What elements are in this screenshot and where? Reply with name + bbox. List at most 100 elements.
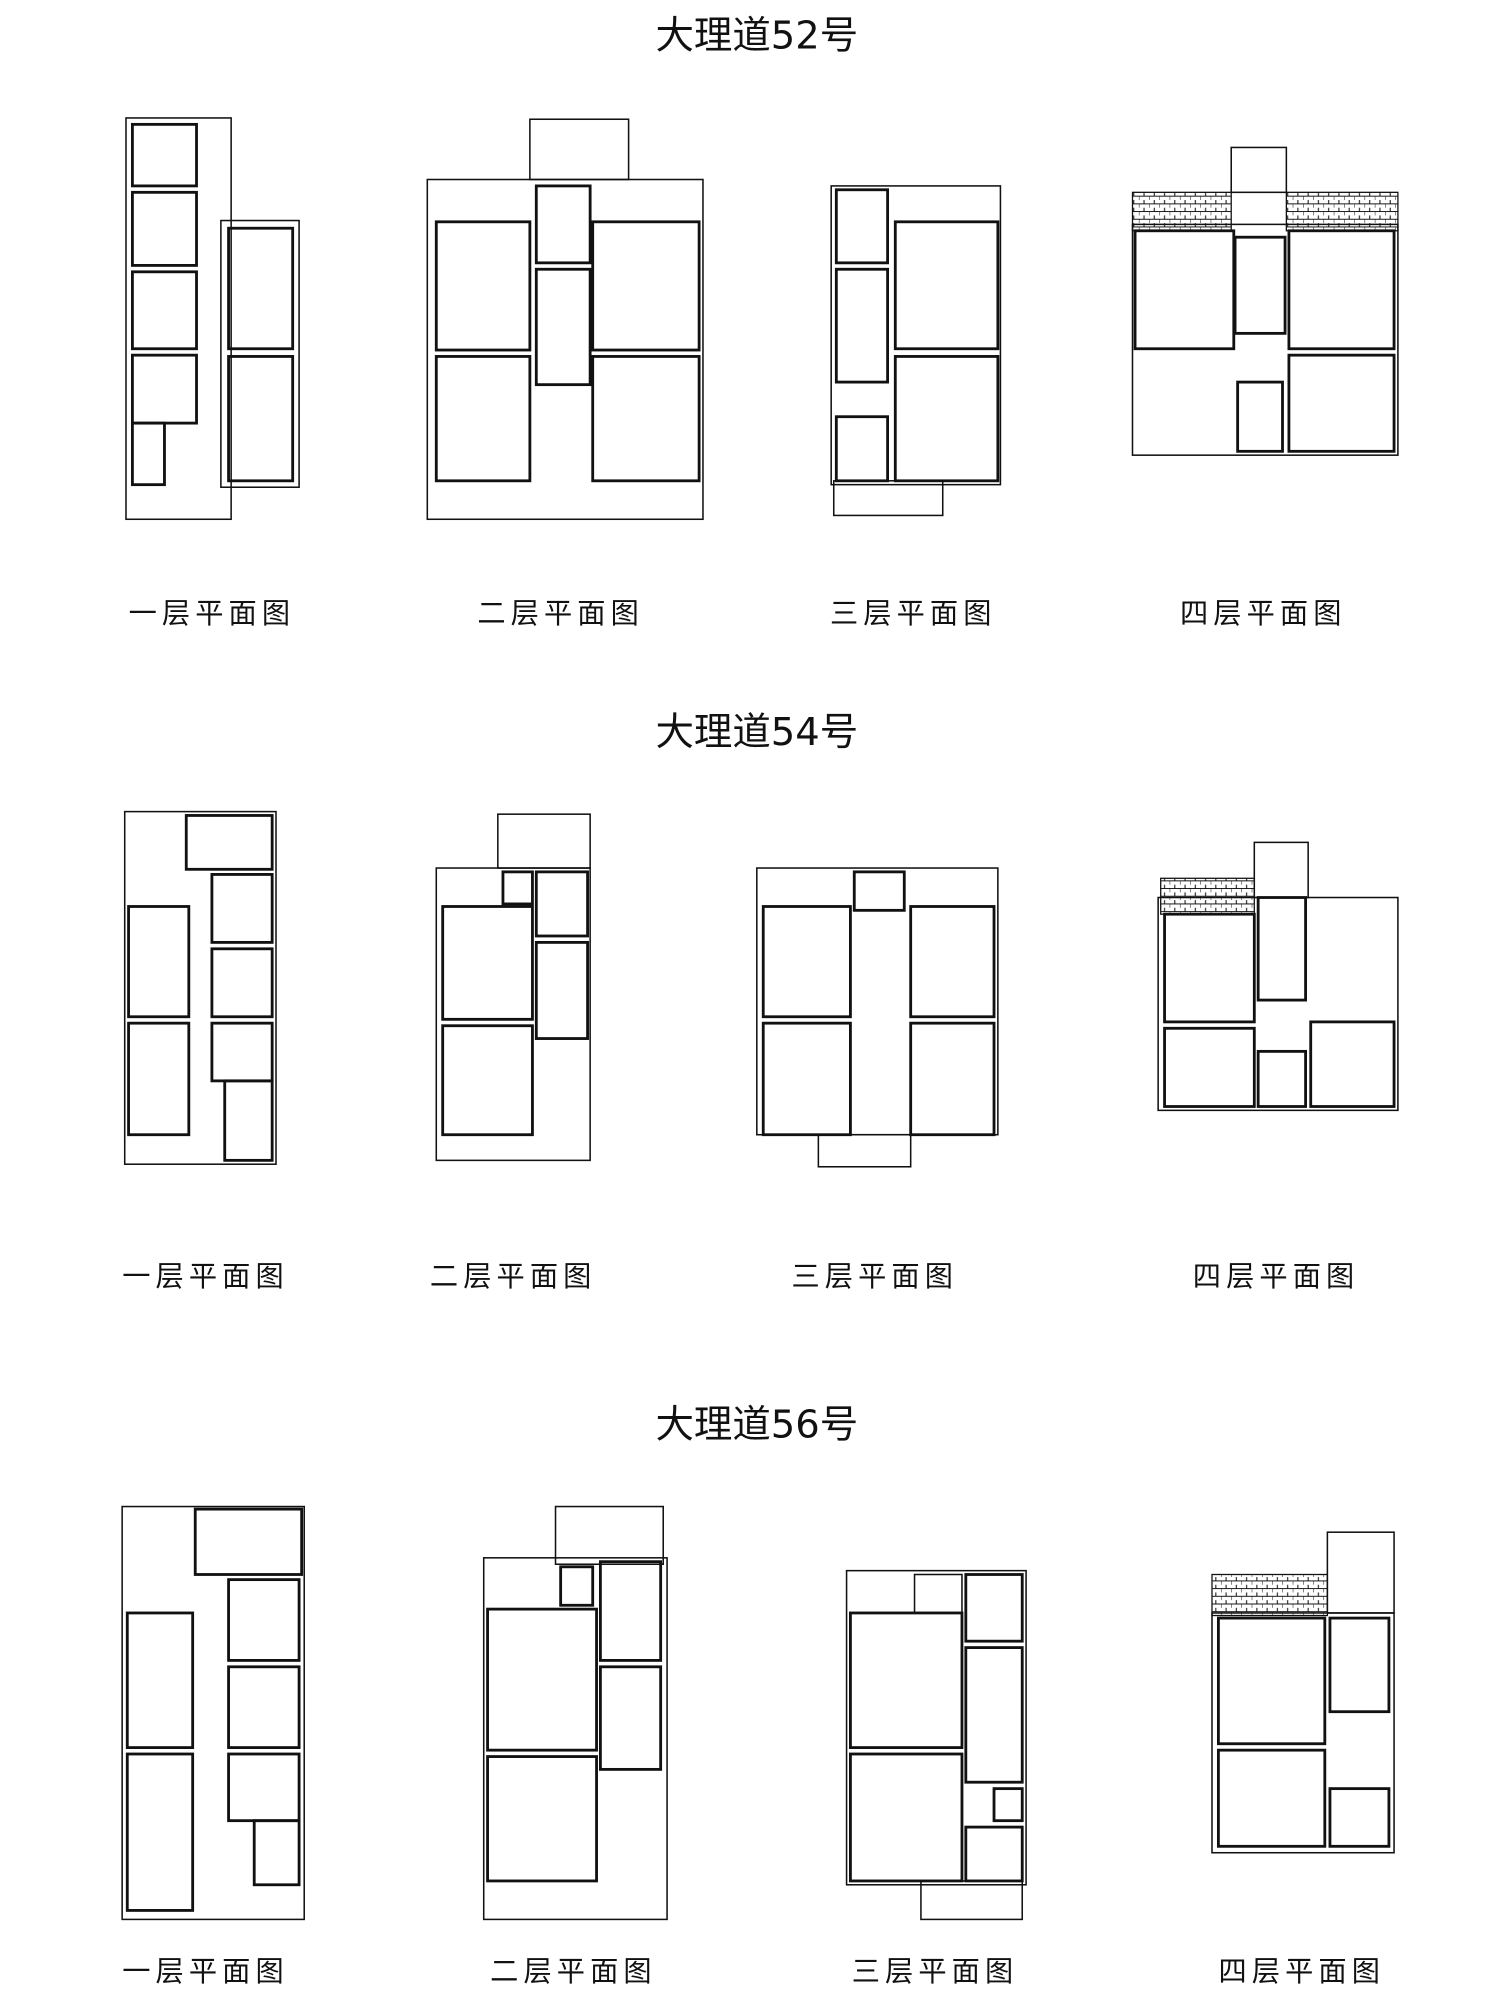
room <box>1287 353 1396 453</box>
room <box>964 1646 1024 1784</box>
floor-plan-56-floor2 <box>482 1505 668 1921</box>
floor-plan-54-floor4 <box>1157 841 1399 1112</box>
room <box>834 267 890 384</box>
floor-plan-52-floor1 <box>125 117 300 521</box>
room <box>964 1825 1024 1883</box>
plan-label-52-floor1: 一层平面图 <box>129 597 296 630</box>
room <box>252 1819 301 1887</box>
room <box>849 1611 964 1750</box>
outer-wall <box>554 1505 664 1566</box>
floor-plan-56-floor1 <box>121 1505 305 1921</box>
floor-plan-54-floor1 <box>123 810 277 1165</box>
room <box>1328 1616 1391 1714</box>
room <box>130 270 198 351</box>
floor-plan-52-floor3 <box>830 185 1002 517</box>
section-title-56: 大理道56号 <box>655 1402 858 1447</box>
plan-label-56-floor2: 二层平面图 <box>490 1955 657 1988</box>
plan-label-52-floor4: 四层平面图 <box>1180 597 1347 630</box>
outer-wall <box>529 118 630 181</box>
room <box>534 870 589 938</box>
outer-wall <box>832 480 944 517</box>
floor-plan-56-floor4 <box>1211 1531 1395 1854</box>
room <box>223 1079 274 1162</box>
floor-plan-52-floor4 <box>1131 146 1399 456</box>
roof-tiles <box>1211 1573 1329 1617</box>
room <box>992 1787 1024 1823</box>
room <box>130 190 198 267</box>
outer-wall <box>1230 146 1288 194</box>
room <box>1328 1787 1391 1848</box>
outer-wall <box>1253 841 1309 899</box>
outer-wall <box>435 867 591 1162</box>
room <box>227 1578 301 1662</box>
floor-plan-52-floor2 <box>426 118 704 521</box>
room <box>852 870 906 912</box>
outer-wall <box>121 1505 305 1921</box>
room <box>184 814 274 871</box>
room <box>559 1565 595 1607</box>
room <box>130 421 166 487</box>
room <box>1236 380 1284 453</box>
room <box>1163 912 1256 1024</box>
room <box>909 905 996 1019</box>
plan-label-54-floor3: 三层平面图 <box>791 1260 958 1293</box>
room <box>534 940 589 1040</box>
room <box>834 415 890 483</box>
room <box>1163 1026 1256 1108</box>
room <box>1256 896 1307 1002</box>
room <box>761 905 852 1019</box>
outer-wall <box>1131 223 1399 456</box>
outer-wall <box>817 1133 912 1168</box>
outer-wall <box>123 810 277 1165</box>
room <box>761 1021 852 1137</box>
floor-plan-54-floor2 <box>435 813 591 1162</box>
floor-plan-56-floor3 <box>845 1569 1027 1921</box>
room <box>127 1021 191 1137</box>
room <box>893 355 1000 483</box>
outer-wall <box>125 117 232 521</box>
room <box>964 1573 1024 1643</box>
plan-label-56-floor3: 三层平面图 <box>852 1955 1019 1988</box>
room <box>210 1021 274 1083</box>
outer-wall <box>756 867 999 1136</box>
outer-wall <box>920 1880 1023 1921</box>
outer-wall <box>1326 1531 1395 1614</box>
room <box>434 220 532 352</box>
room <box>130 122 198 188</box>
room <box>849 1752 964 1883</box>
plan-label-56-floor1: 一层平面图 <box>122 1955 289 1988</box>
room <box>1309 1020 1396 1108</box>
room <box>598 1560 663 1662</box>
room <box>591 355 701 483</box>
outer-wall <box>220 219 300 488</box>
room <box>227 226 295 351</box>
floor-plan-54-floor3 <box>756 867 999 1168</box>
section-title-54: 大理道54号 <box>655 710 858 755</box>
plan-label-54-floor1: 一层平面图 <box>122 1260 289 1293</box>
room <box>909 1021 996 1137</box>
outer-wall <box>1157 896 1399 1112</box>
room <box>210 873 274 944</box>
outer-wall <box>1211 1612 1395 1854</box>
room <box>193 1507 304 1576</box>
plan-label-54-floor2: 二层平面图 <box>430 1260 597 1293</box>
room <box>125 1752 195 1912</box>
room <box>434 355 532 483</box>
plan-label-52-floor3: 三层平面图 <box>830 597 997 630</box>
room <box>227 1665 301 1750</box>
room <box>1216 1748 1327 1848</box>
room <box>127 905 191 1019</box>
plan-label-52-floor2: 二层平面图 <box>477 597 644 630</box>
room <box>130 353 198 425</box>
room <box>1256 1049 1307 1108</box>
plan-label-54-floor4: 四层平面图 <box>1193 1260 1360 1293</box>
room <box>591 220 701 352</box>
outer-wall <box>497 813 591 869</box>
room <box>1287 229 1396 351</box>
room <box>534 267 592 387</box>
room <box>501 870 534 906</box>
section-title-52: 大理道52号 <box>655 14 858 59</box>
room <box>1133 229 1236 351</box>
outer-wall <box>830 185 1002 486</box>
